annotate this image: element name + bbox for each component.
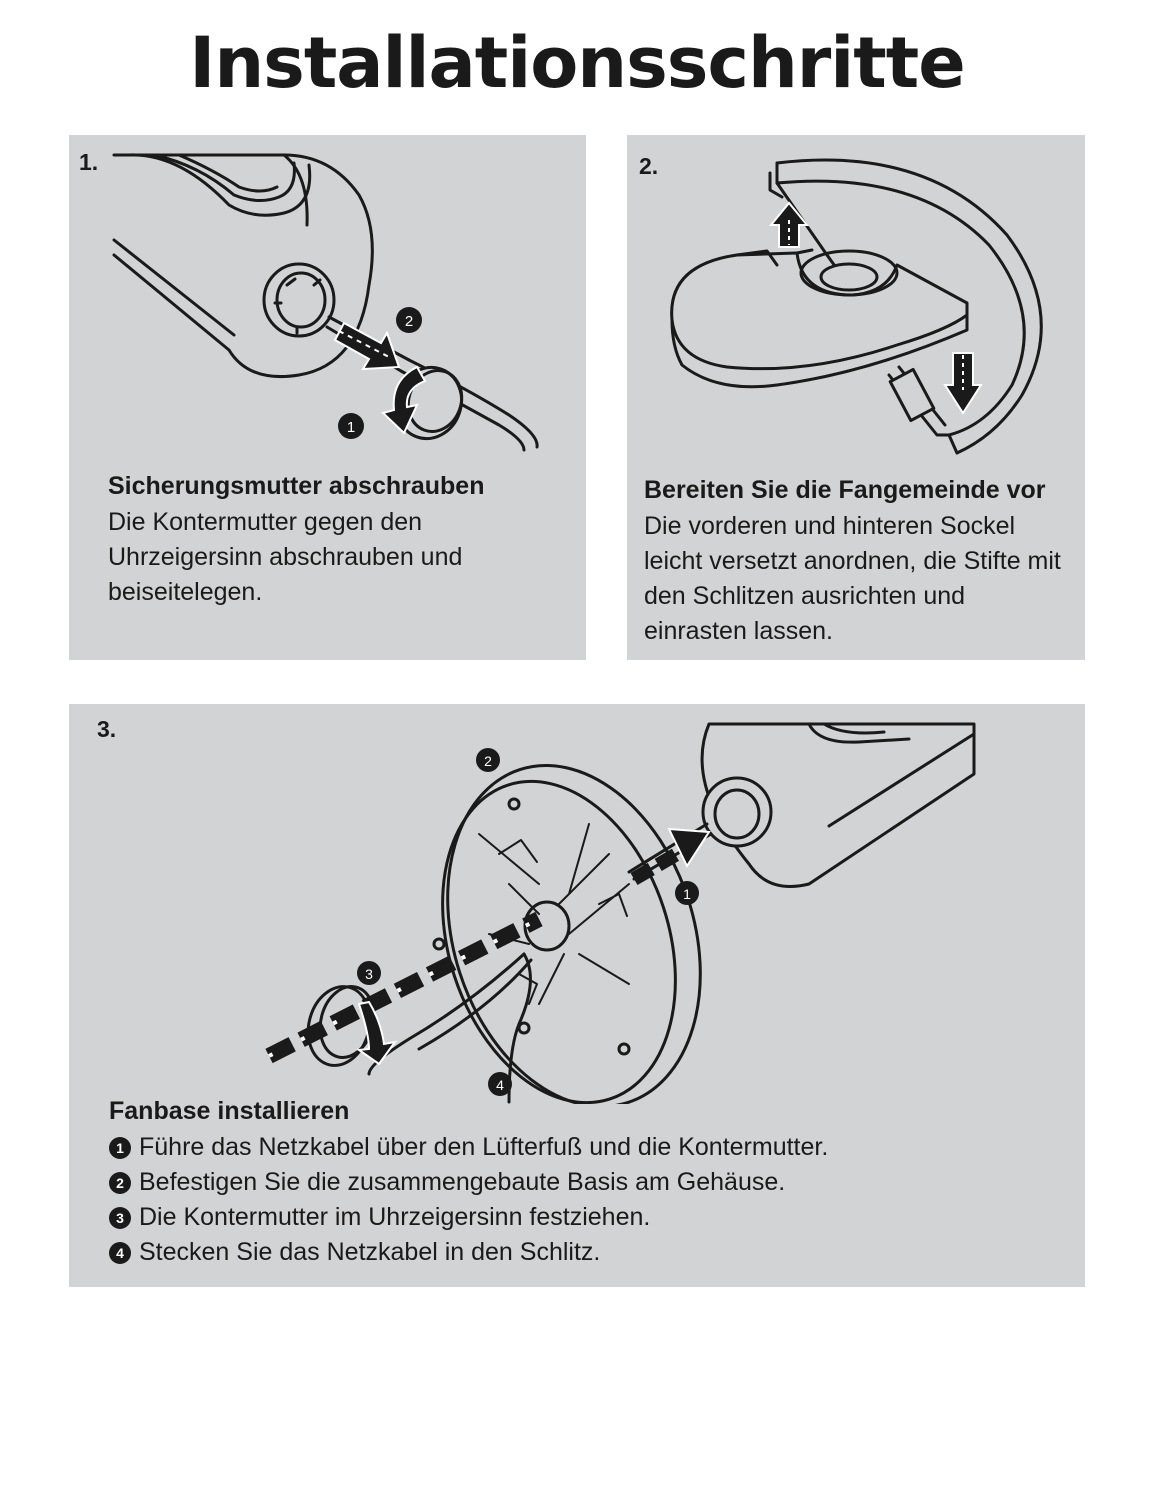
list-item: 1 Führe das Netzkabel über den Lüfterfuß …: [109, 1130, 828, 1165]
step-2-text: Die vorderen und hinteren Sockel leicht …: [644, 512, 1061, 645]
callout-number-icon: 1: [675, 881, 699, 905]
callout-number-icon: 3: [357, 961, 381, 985]
svg-text:4: 4: [496, 1077, 504, 1093]
step-2-heading: Bereiten Sie die Fangemeinde vor: [644, 476, 1046, 504]
list-item-text: Die Kontermutter im Uhrzeigersinn festzi…: [139, 1203, 651, 1231]
step-1-illustration: 2 1: [112, 153, 539, 452]
svg-text:1: 1: [683, 886, 691, 902]
step-3-panel: 3.: [69, 704, 1085, 1287]
callout-number-icon: 4: [488, 1072, 512, 1096]
step-1-number: 1.: [79, 149, 99, 175]
list-item-text: Befestigen Sie die zusammengebaute Basis…: [139, 1168, 786, 1196]
step-2-panel: 2. Bereiten Sie die Fa: [627, 135, 1085, 660]
callout-number-icon: 2: [109, 1172, 131, 1194]
step-2-illustration: [670, 158, 1043, 455]
svg-text:2: 2: [484, 753, 492, 769]
callout-number-icon: 2: [396, 307, 422, 333]
list-item-text: Stecken Sie das Netzkabel in den Schlitz…: [139, 1238, 601, 1266]
svg-text:3: 3: [365, 966, 373, 982]
step-1-panel: 1.: [69, 135, 586, 660]
step-3-list: 1 Führe das Netzkabel über den Lüfterfuß …: [109, 1130, 828, 1270]
step-1-text: Die Kontermutter gegen den Uhrzeigersinn…: [108, 508, 463, 606]
callout-number-icon: 3: [109, 1207, 131, 1229]
svg-text:2: 2: [405, 313, 413, 330]
list-item: 4 Stecken Sie das Netzkabel in den Schlit…: [109, 1235, 828, 1270]
callout-number-icon: 4: [109, 1242, 131, 1264]
step-3-heading: Fanbase installieren: [109, 1097, 350, 1125]
step-1-heading: Sicherungsmutter abschrauben: [108, 472, 485, 500]
callout-number-icon: 2: [476, 748, 500, 772]
list-item: 2 Befestigen Sie die zusammengebaute Basi…: [109, 1165, 828, 1200]
step-3-number: 3.: [97, 716, 117, 742]
callout-number-icon: 1: [109, 1137, 131, 1159]
list-item: 3 Die Kontermutter im Uhrzeigersinn festz…: [109, 1200, 828, 1235]
svg-text:1: 1: [347, 419, 355, 436]
step-3-illustration: 2 1 3 4: [265, 722, 976, 1104]
page-title: Installationsschritte: [189, 22, 965, 104]
step-2-number: 2.: [639, 153, 659, 179]
list-item-text: Führe das Netzkabel über den Lüfterfuß u…: [139, 1133, 829, 1161]
callout-number-icon: 1: [338, 413, 364, 439]
